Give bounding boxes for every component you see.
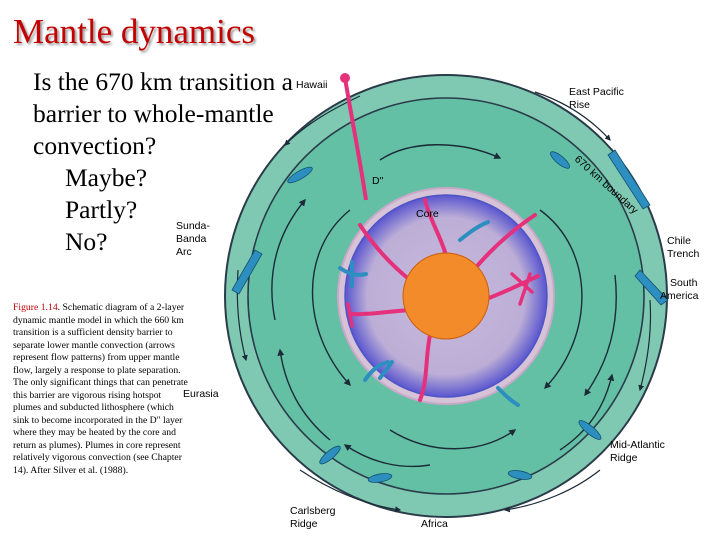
- flow-arrow: [389, 429, 517, 450]
- label-east-pacific-rise: Rise: [569, 99, 590, 111]
- label-eurasia: Eurasia: [183, 388, 219, 400]
- core-plume: [358, 223, 412, 282]
- label-east-pacific-rise: East Pacific: [569, 86, 624, 98]
- question-line: Is the 670 km transition a: [33, 67, 293, 96]
- core-plume: [418, 333, 432, 402]
- flow-arrow: [311, 209, 351, 387]
- answer-maybe: Maybe?: [65, 163, 148, 192]
- slab: [607, 149, 651, 210]
- flow-arrow: [638, 299, 652, 392]
- label-chile-trench: Trench: [667, 248, 699, 260]
- label-mid-atlantic-ridge: Mid-Atlantic: [610, 439, 665, 451]
- slab-tip: [496, 386, 520, 407]
- question-line: convection?: [33, 131, 157, 160]
- label-hawaii: Hawaii: [296, 79, 328, 91]
- slab-tip: [458, 220, 490, 242]
- flow-arrow: [284, 95, 361, 146]
- answer-no: No?: [65, 227, 108, 256]
- slab: [319, 445, 341, 465]
- question-line: barrier to whole-mantle: [33, 99, 274, 128]
- label-sunda-banda-arc: Arc: [176, 246, 192, 258]
- slab: [550, 151, 570, 169]
- slab: [578, 420, 602, 440]
- label-carlsberg-ridge: Ridge: [290, 518, 318, 530]
- flow-arrow: [271, 198, 306, 321]
- core-plume: [482, 274, 540, 302]
- caption-text: . Schematic diagram of a 2-layer dynamic…: [13, 302, 188, 476]
- slab: [634, 269, 669, 306]
- label-south-america: America: [660, 290, 699, 302]
- label-sunda-banda-arc: Banda: [176, 233, 207, 245]
- flow-arrow: [539, 209, 583, 390]
- flow-arrow: [299, 469, 402, 513]
- plume-head: [518, 272, 532, 306]
- slide-title: Mantle dynamics: [13, 12, 256, 51]
- figure-number: Figure 1.14: [13, 302, 58, 313]
- flow-arrow: [379, 144, 502, 161]
- question-text: Is the 670 km transition a barrier to wh…: [33, 66, 293, 258]
- inner-core: [402, 252, 490, 340]
- label-south-america: South: [670, 277, 698, 289]
- label-sunda-banda-arc: Sunda-: [176, 220, 210, 232]
- flow-arrow: [343, 444, 431, 468]
- slab: [287, 166, 313, 184]
- hawaii-plume-head: [340, 73, 350, 83]
- plume-head: [510, 272, 534, 294]
- flow-arrow: [236, 269, 248, 362]
- core-plume: [348, 308, 412, 317]
- slab-tip: [378, 360, 394, 380]
- flow-arrow: [584, 274, 617, 397]
- label-mid-atlantic-ridge: Ridge: [610, 452, 638, 464]
- hawaii-plume: [343, 77, 368, 201]
- label-carlsberg-ridge: Carlsberg: [290, 505, 336, 517]
- slab: [507, 470, 533, 480]
- plume-head: [346, 302, 354, 328]
- core-plume: [476, 213, 537, 267]
- answer-partly: Partly?: [65, 195, 138, 224]
- slab: [231, 249, 263, 295]
- label-d-double-prime: D": [372, 175, 384, 187]
- flow-arrow: [559, 373, 615, 451]
- figure-caption: Figure 1.14. Schematic diagram of a 2-la…: [13, 302, 189, 477]
- core-plume: [423, 198, 448, 257]
- flow-arrow: [534, 91, 611, 141]
- slab-tip: [363, 360, 390, 382]
- flow-arrow: [503, 469, 601, 513]
- label-chile-trench: Chile: [667, 235, 691, 247]
- slab: [367, 473, 393, 483]
- flow-arrow: [277, 348, 331, 441]
- label-core: Core: [416, 208, 439, 220]
- label-africa: Africa: [421, 518, 448, 530]
